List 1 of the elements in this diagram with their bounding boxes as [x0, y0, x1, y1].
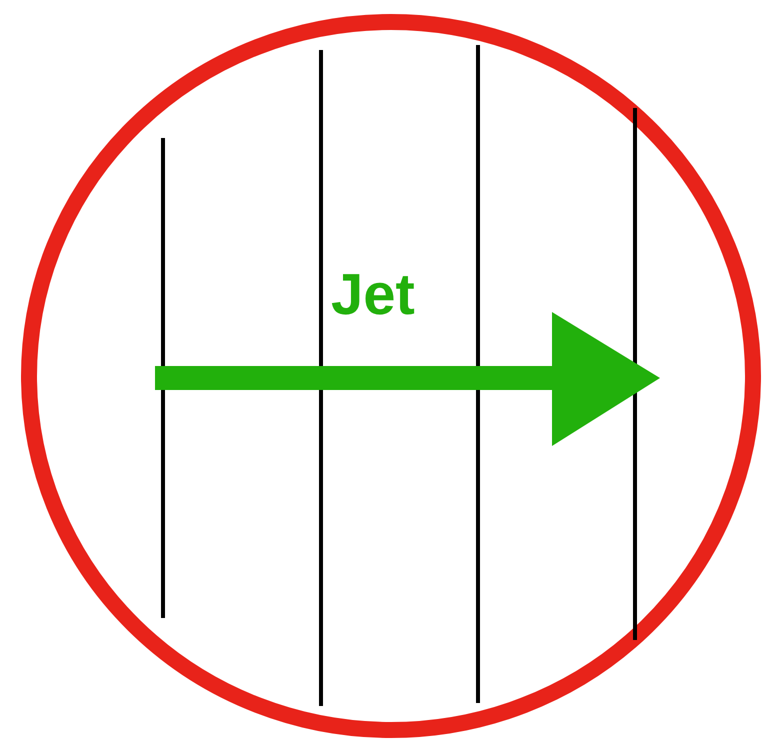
arrow-label: Jet	[331, 266, 415, 324]
